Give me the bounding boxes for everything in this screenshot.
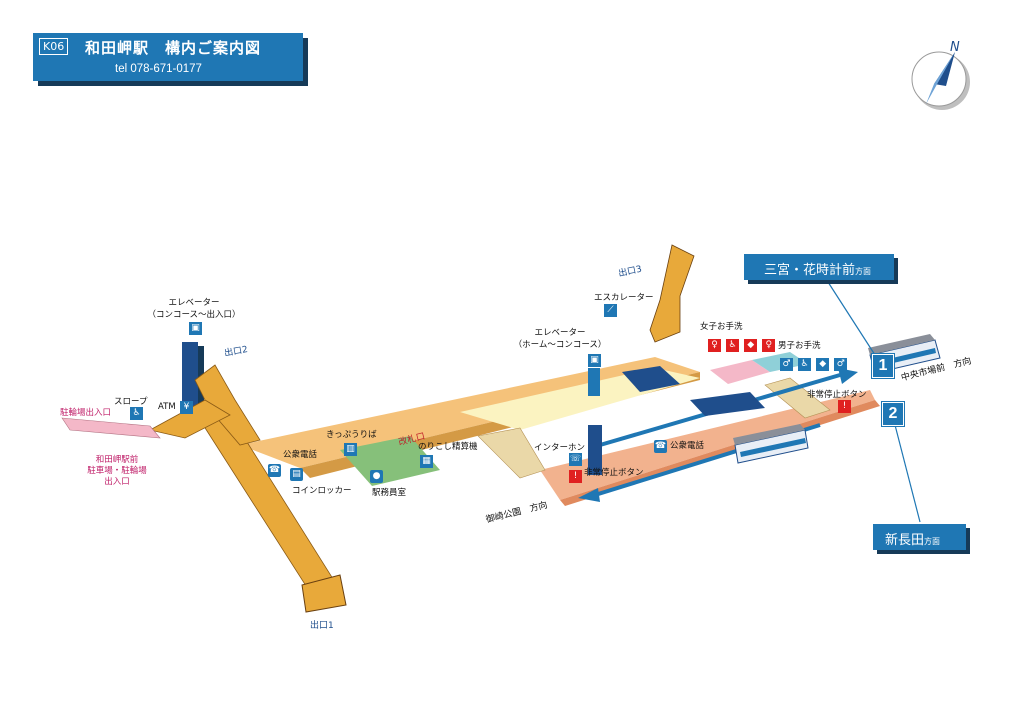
track-number-2: 2 (881, 401, 905, 427)
track-number-1: 1 (871, 353, 895, 379)
emergency-center-label: 非常停止ボタン (584, 468, 644, 478)
elevator-left-label: エレベーター （コンコース～出入口） (147, 298, 241, 320)
womens-toilet-icons: ♀ ♿ ◆ ♀ (708, 332, 776, 352)
train-lower (733, 424, 809, 464)
intercom-icon: ☏ (569, 453, 582, 466)
station-header: K06 和田岬駅 構内ご案内図 tel 078-671-0177 (33, 33, 303, 81)
elevator-left-icon: ▣ (189, 322, 202, 335)
fare-adjust-label: のりこし精算機 (418, 442, 478, 452)
atm-icon: ¥ (180, 401, 193, 414)
locker-icon: ▤ (290, 468, 303, 481)
atm-label: ATM (158, 402, 176, 412)
accessible-toilet-icon-m: ♿ (798, 358, 812, 371)
baby-icon-m: ◆ (816, 358, 830, 371)
slope-label: スロープ (114, 397, 148, 407)
mens-toilet-icons: ♂ ♿ ◆ ♂ (780, 351, 848, 371)
bicycle-exit-label: 駐輪場出入口 (60, 408, 112, 418)
womens-toilet-room (710, 360, 770, 384)
emergency-right-label: 非常停止ボタン (807, 390, 867, 400)
ticket-area (340, 436, 440, 486)
stair-shaft-left (477, 427, 546, 479)
elevator-shaft-center (588, 368, 600, 396)
platform (540, 390, 875, 500)
escalator-upper (622, 366, 680, 392)
ticket-machine-icon: ▥ (344, 443, 357, 456)
station-office-icon: ● (370, 470, 383, 483)
intercom-label: インターホン (534, 443, 586, 453)
exit-1-label: 出口1 (310, 621, 334, 631)
ticket-sales-label: きっぷうりば (326, 430, 377, 440)
female-icon: ♀ (708, 339, 721, 352)
stair-shaft-right (764, 377, 831, 419)
male-figure-icon: ♂ (834, 358, 848, 371)
page-title: 和田岬駅 構内ご案内図 (85, 39, 262, 57)
coin-locker-label: コインロッカー (292, 486, 352, 496)
elevator-center-icon: ▣ (588, 354, 601, 367)
public-phone-right-label: 公衆電話 (670, 441, 705, 451)
station-office-label: 駅務員室 (372, 488, 407, 498)
emergency-button-icon-right: ! (838, 400, 851, 413)
escalator-icon: ⟋ (604, 304, 617, 317)
fare-adjust-icon: ▦ (420, 455, 433, 468)
compass-north-letter: N (950, 40, 960, 55)
direction-sannomiya: 三宮・花時計前方面 (744, 254, 894, 280)
escalator-label: エスカレーター (594, 293, 654, 303)
exit3-stairs (649, 244, 695, 343)
accessible-toilet-icon: ♿ (726, 339, 740, 352)
compass (911, 51, 970, 110)
womens-toilet-label: 女子お手洗 (700, 322, 743, 332)
male-icon: ♂ (780, 358, 793, 371)
elevator-center-label: エレベーター （ホーム～コンコース） (513, 328, 607, 350)
parking-exit-label: 和田岬駅前 駐車場・駐輪場 出入口 (87, 455, 147, 487)
exit1-stairs (301, 574, 347, 613)
direction-shinnagata: 新長田方面 (873, 524, 966, 550)
female-figure-icon: ♀ (762, 339, 776, 352)
phone-icon: ☎ (268, 464, 281, 477)
baby-icon: ◆ (744, 339, 758, 352)
mens-toilet-label: 男子お手洗 (778, 341, 821, 351)
phone-icon-right: ☎ (654, 440, 667, 453)
emergency-button-icon-center: ! (569, 470, 582, 483)
station-phone: tel 078-671-0177 (115, 63, 202, 75)
station-code: K06 (39, 38, 69, 55)
escalator-lower (690, 392, 765, 416)
wheelchair-icon: ♿ (130, 407, 143, 420)
bicycle-ramp (61, 417, 161, 439)
public-phone-left-label: 公衆電話 (283, 450, 318, 460)
elevator-shaft-left (182, 342, 198, 410)
